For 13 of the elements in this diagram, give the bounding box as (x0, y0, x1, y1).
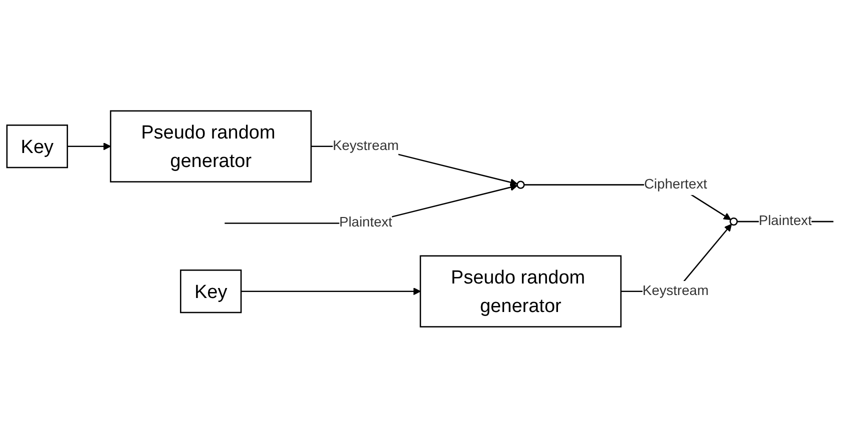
arrow (67, 142, 111, 150)
node-circle (730, 218, 738, 226)
node-box: Pseudo random generator (110, 110, 312, 183)
node-box: Key (6, 124, 68, 168)
arrow (241, 288, 421, 296)
edge-label: Plaintext (339, 216, 392, 230)
edge-label: Plaintext (758, 214, 812, 229)
edge-label: Ciphertext (644, 177, 708, 192)
node-circle (516, 180, 525, 190)
node-box: Pseudo random generator (420, 255, 622, 328)
edge-label: Keystream (332, 138, 399, 154)
node-box: Key (180, 270, 242, 314)
edge-label: Keystream (642, 284, 709, 298)
